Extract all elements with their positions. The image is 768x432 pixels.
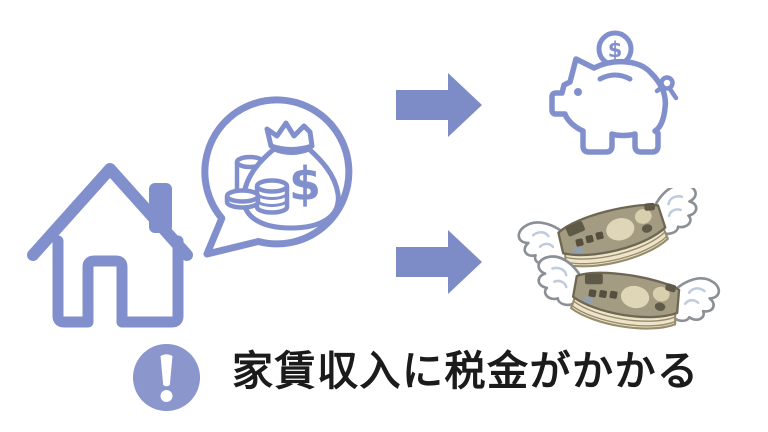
coin-stack-short-icon (254, 178, 290, 215)
piggy-coin-slot (597, 72, 633, 82)
speech-bubble-icon: $ (201, 96, 353, 258)
caption-text: 家賃収入に税金がかかる (232, 348, 700, 394)
piggy-body (549, 56, 669, 155)
coin-flat-icon (224, 188, 261, 210)
money-bag-dollar-symbol: $ (289, 157, 321, 211)
house-roof (27, 163, 193, 261)
arrow-right-icon (396, 230, 482, 294)
exclamation-glyph (160, 354, 173, 402)
piggy-bank-icon: $ (549, 30, 679, 155)
piggy-coin-dollar-symbol: $ (608, 38, 623, 62)
flying-money-icon (529, 252, 722, 344)
piggy-tail (654, 75, 679, 101)
arrow-right-icon (396, 73, 482, 137)
house-walls-door (52, 235, 184, 328)
piggy-eye (574, 88, 582, 96)
house-icon (27, 163, 193, 328)
exclamation-icon (133, 344, 200, 411)
